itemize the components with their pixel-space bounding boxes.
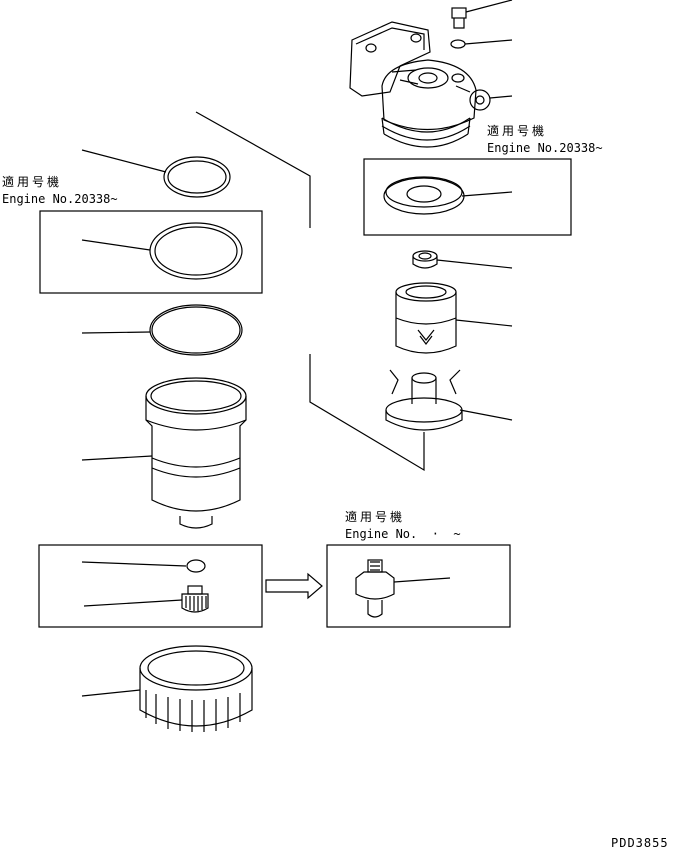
applicability-title-left: 適用号機	[2, 175, 63, 189]
applicability-title-right: 適用号機	[487, 124, 548, 138]
thin-ring	[149, 304, 243, 356]
drain-parts-box	[38, 544, 263, 628]
applicability-box-right	[363, 158, 572, 236]
applicability-engine-left: Engine No.20338~	[2, 192, 118, 206]
drain-gasket	[186, 559, 206, 573]
filter-head	[349, 21, 491, 148]
drain-valve	[355, 559, 395, 618]
ring-nut	[139, 645, 253, 732]
filter-bowl	[145, 377, 247, 529]
seal-disc	[383, 176, 465, 215]
seal-washer	[451, 73, 465, 83]
bolt	[451, 7, 467, 29]
applicability-title-bottom: 適用号機	[345, 510, 406, 524]
o-ring-top	[163, 156, 231, 198]
new-drain-box	[326, 544, 511, 628]
replacement-arrow	[265, 572, 323, 600]
applicability-engine-right: Engine No.20338~	[487, 141, 603, 155]
applicability-box-left	[39, 210, 263, 294]
spring-plate	[385, 369, 463, 431]
drawing-code: PDD3855	[611, 836, 669, 850]
drain-plug	[181, 585, 209, 613]
o-ring-boxed	[149, 222, 243, 280]
collar	[412, 250, 438, 269]
filter-element	[395, 282, 457, 354]
washer	[450, 39, 466, 49]
applicability-engine-bottom: Engine No. · ~	[345, 527, 461, 541]
